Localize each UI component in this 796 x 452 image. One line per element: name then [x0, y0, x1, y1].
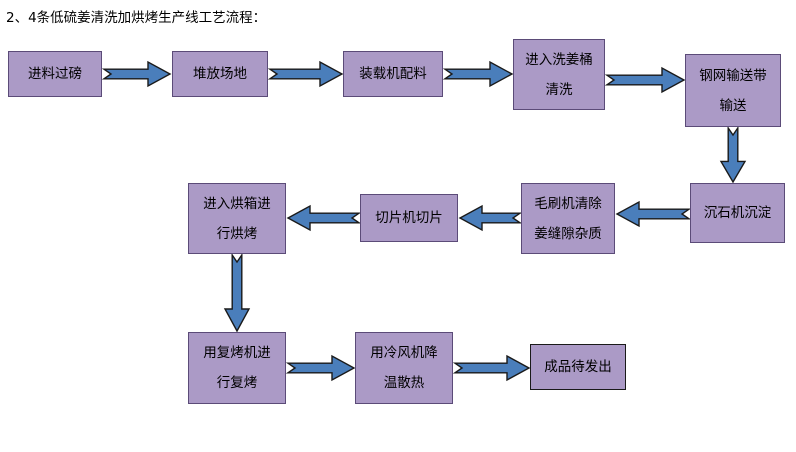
flow-arrow-n4-to-n5	[604, 66, 686, 94]
flow-node-label-line: 进入烘箱进	[203, 195, 271, 212]
flow-arrow-n11-to-n12	[452, 354, 531, 382]
arrow-right-icon	[267, 60, 344, 88]
arrow-left-icon	[615, 200, 692, 228]
flow-node-n7[interactable]: 毛刷机清除姜缝隙杂质	[521, 183, 615, 254]
flow-node-label-line: 姜缝隙杂质	[534, 225, 602, 242]
flow-node-label-line: 进入洗姜桶	[525, 51, 593, 68]
arrow-left-icon	[458, 204, 523, 232]
flow-node-n3[interactable]: 装载机配料	[343, 51, 443, 97]
flow-node-label-line: 输送	[719, 97, 747, 114]
flow-node-label-line: 温散热	[383, 375, 425, 391]
flow-node-label-line: 装载机配料	[359, 66, 427, 82]
flow-arrow-n2-to-n3	[267, 60, 344, 88]
flow-node-n6[interactable]: 沉石机沉淀	[690, 183, 785, 243]
flow-node-label-line: 沉石机沉淀	[703, 205, 772, 221]
flow-node-label-line: 行烘烤	[216, 225, 258, 242]
arrow-right-icon	[285, 354, 356, 382]
flow-node-n11[interactable]: 用冷风机降温散热	[355, 332, 453, 404]
arrow-right-icon	[604, 66, 686, 94]
flow-node-label-line: 毛刷机清除	[534, 195, 602, 212]
arrow-right-icon	[101, 60, 172, 88]
page-title: 2、4条低硫姜清洗加烘烤生产线工艺流程：	[6, 10, 267, 26]
arrow-down-icon	[223, 252, 251, 333]
flow-arrow-n1-to-n2	[101, 60, 172, 88]
flow-node-n2[interactable]: 堆放场地	[172, 51, 268, 97]
flow-arrow-n6-to-n7	[615, 200, 692, 228]
flow-arrow-n10-to-n11	[285, 354, 356, 382]
flow-node-n5[interactable]: 钢网输送带输送	[685, 54, 781, 127]
flow-arrow-n9-to-n10	[223, 252, 251, 333]
flow-node-label-line: 钢网输送带	[699, 67, 767, 84]
flow-arrow-n7-to-n8	[458, 204, 523, 232]
flow-arrow-n5-to-n6	[719, 125, 747, 184]
flow-node-label-line: 堆放场地	[193, 66, 247, 82]
flow-node-n8[interactable]: 切片机切片	[360, 194, 458, 242]
flow-node-label-line: 用复烤机进	[203, 345, 271, 361]
arrow-down-icon	[719, 125, 747, 184]
flow-arrow-n8-to-n9	[286, 204, 362, 232]
flow-node-label-line: 进料过磅	[28, 66, 82, 82]
flow-node-label-line: 行复烤	[216, 375, 258, 391]
flow-arrow-n3-to-n4	[442, 60, 514, 88]
flow-node-n4[interactable]: 进入洗姜桶清洗	[513, 39, 605, 110]
flow-node-n10[interactable]: 用复烤机进行复烤	[188, 332, 286, 404]
arrow-left-icon	[286, 204, 362, 232]
flow-node-n1[interactable]: 进料过磅	[8, 51, 102, 97]
flow-node-label-line: 切片机切片	[375, 210, 443, 226]
flow-node-n9[interactable]: 进入烘箱进行烘烤	[188, 183, 286, 254]
arrow-right-icon	[452, 354, 531, 382]
flow-node-label-line: 清洗	[545, 81, 573, 98]
arrow-right-icon	[442, 60, 514, 88]
flow-node-n12[interactable]: 成品待发出	[530, 344, 626, 390]
flow-node-label-line: 成品待发出	[544, 359, 612, 375]
flow-node-label-line: 用冷风机降	[370, 345, 438, 361]
